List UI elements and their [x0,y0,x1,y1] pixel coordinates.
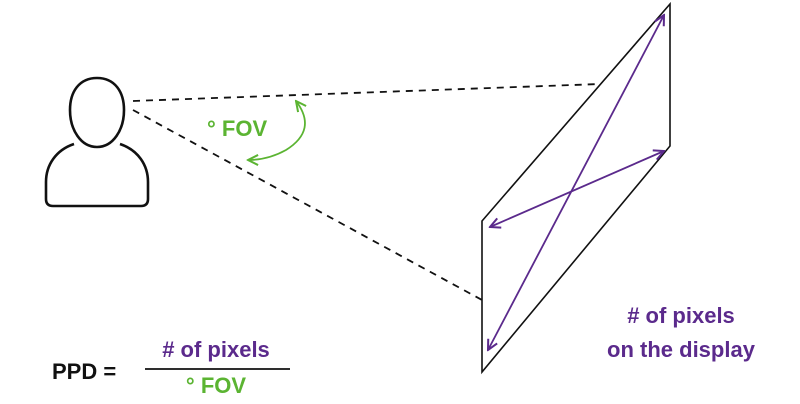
display-pixels-label-line2: on the display [607,337,756,362]
fov-label: ° FOV [207,116,267,141]
lower-sightline [132,109,483,301]
display-pixels-label-line1: # of pixels [627,303,735,328]
formula-lhs: PPD = [52,359,116,384]
viewer-shoulders [44,142,150,208]
formula-numerator: # of pixels [162,337,270,362]
display-diagonal-arrow-2 [490,151,664,227]
viewer-person-icon [44,76,150,208]
upper-sightline [132,83,601,102]
fov-arc-arrow [248,101,305,160]
sightlines [132,83,601,301]
formula-denominator: ° FOV [186,373,246,398]
viewer-head [68,76,126,149]
